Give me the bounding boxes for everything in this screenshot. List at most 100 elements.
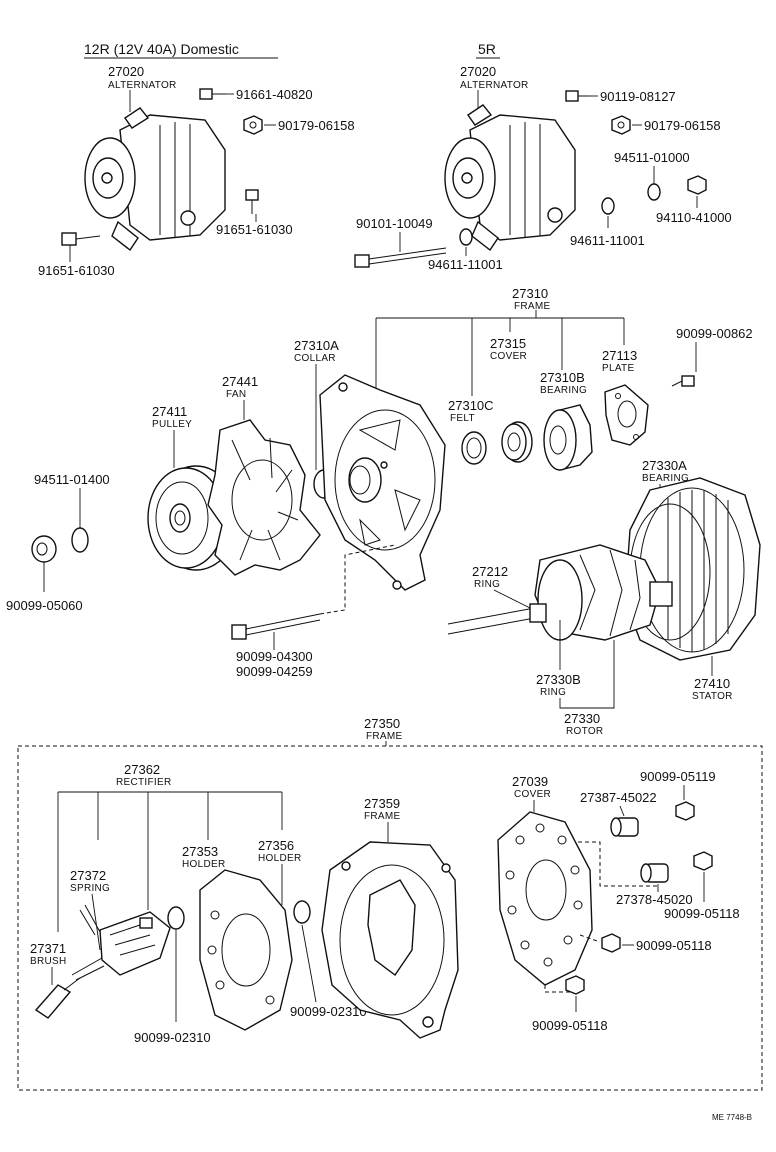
frame-leader-lines xyxy=(375,317,625,400)
washer-94611-11001-a xyxy=(601,197,615,215)
section-title-5r: 5R xyxy=(478,41,496,57)
label-90179-06158-right: 90179-06158 xyxy=(644,118,721,133)
nut-94110-41000 xyxy=(687,175,707,195)
holder2-name: HOLDER xyxy=(258,853,301,864)
label-91651-61030-b: 91651-61030 xyxy=(38,263,115,278)
brush-holder-drawing xyxy=(71,904,171,981)
frame-27359-drawing xyxy=(321,841,459,1039)
rear-frame-group-box xyxy=(17,745,763,1091)
bearing-27310b-drawing xyxy=(543,404,593,471)
holder1-name: HOLDER xyxy=(182,859,225,870)
stator-name: STATOR xyxy=(692,691,733,702)
brush-name: BRUSH xyxy=(30,956,67,967)
label-91661-40820: 91661-40820 xyxy=(236,87,313,102)
cover-name: COVER xyxy=(490,351,527,362)
bearing-a-name: BEARING xyxy=(642,473,689,484)
stator-number: 27410 xyxy=(694,676,730,691)
insulator-27387-45022-drawing xyxy=(610,817,639,837)
rotor-drawing xyxy=(447,544,673,641)
washer-90099-02310-a xyxy=(167,906,185,930)
washer-94511-01400 xyxy=(71,527,89,553)
nut-90099-05118-b xyxy=(601,933,621,953)
label-94611-11001-b: 94611-11001 xyxy=(428,257,503,272)
felt-name: FELT xyxy=(450,413,475,424)
nut-90099-05060-drawing xyxy=(31,535,57,563)
label-90099-04300: 90099-04300 xyxy=(236,649,313,664)
cover-27315-drawing xyxy=(501,421,533,463)
pulley-name: PULLEY xyxy=(152,419,192,430)
label-90099-05119: 90099-05119 xyxy=(640,769,716,784)
plate-number: 27113 xyxy=(602,348,637,363)
bearing-a-number: 27330A xyxy=(642,458,687,473)
cover2-name: COVER xyxy=(514,789,551,800)
spring-name: SPRING xyxy=(70,883,110,894)
through-bolt-dashed-path xyxy=(319,544,396,615)
through-bolt-drawing xyxy=(231,613,321,640)
holder-27353-drawing xyxy=(199,869,293,1031)
collar-name: COLLAR xyxy=(294,353,336,364)
washer-94511-01000 xyxy=(647,183,661,201)
ring-b-name: RING xyxy=(540,687,566,698)
rectifier-number: 27362 xyxy=(124,762,160,777)
label-90099-05118-b: 90099-05118 xyxy=(636,938,712,953)
label-91651-61030-a: 91651-61030 xyxy=(216,222,293,237)
label-90099-05118-c: 90099-05118 xyxy=(532,1018,608,1033)
collar-number: 27310A xyxy=(294,338,339,353)
nut-90179-06158-right-drawing xyxy=(611,115,631,135)
bolt-90101-10049-drawing xyxy=(354,247,447,268)
rear-frame-name: FRAME xyxy=(366,731,403,742)
insulator-27378-45020-drawing xyxy=(640,863,669,883)
label-94110-41000: 94110-41000 xyxy=(656,210,732,225)
plate-name: PLATE xyxy=(602,363,634,374)
washer-90099-02310-b xyxy=(293,900,311,924)
brush-number: 27371 xyxy=(30,941,66,956)
label-90099-02310-b: 90099-02310 xyxy=(290,1004,367,1019)
holder1-number: 27353 xyxy=(182,844,218,859)
label-27378-45020: 27378-45020 xyxy=(616,892,693,907)
alternator-right-name: ALTERNATOR xyxy=(460,80,529,91)
frame-number: 27310 xyxy=(512,286,548,301)
stator-drawing xyxy=(624,477,761,661)
insulator-dashed-path xyxy=(578,841,660,887)
felt-number: 27310C xyxy=(448,398,494,413)
nut-90099-05118-a xyxy=(693,851,713,871)
washer-94611-11001-b xyxy=(459,228,473,246)
alternator-right-drawing xyxy=(444,104,576,252)
label-94511-01000: 94511-01000 xyxy=(614,150,690,165)
screw-90099-00862-drawing xyxy=(671,375,695,387)
label-90099-00862: 90099-00862 xyxy=(676,326,753,341)
bearing-b-name: BEARING xyxy=(540,385,587,396)
cover-27039-drawing xyxy=(497,811,593,986)
pulley-number: 27411 xyxy=(152,404,187,419)
bolt-90119-08127-drawing xyxy=(565,90,590,102)
section-title-12r: 12R (12V 40A) Domestic xyxy=(84,41,239,57)
nut-90179-06158-left-drawing xyxy=(243,115,263,135)
label-90101-10049: 90101-10049 xyxy=(356,216,433,231)
holder2-number: 27356 xyxy=(258,838,294,853)
alternator-left-name: ALTERNATOR xyxy=(108,80,177,91)
frame2-name: FRAME xyxy=(364,811,401,822)
label-90099-05060: 90099-05060 xyxy=(6,598,83,613)
ring-b-number: 27330B xyxy=(536,672,581,687)
plate-27113-drawing xyxy=(604,384,649,446)
rectifier-name: RECTIFIER xyxy=(116,777,171,788)
fan-name: FAN xyxy=(226,389,246,400)
rotor-name: ROTOR xyxy=(566,726,603,737)
label-90099-04259: 90099-04259 xyxy=(236,664,313,679)
alternator-left-drawing xyxy=(84,107,226,252)
fan-number: 27441 xyxy=(222,374,258,389)
label-94611-11001-a: 94611-11001 xyxy=(570,233,645,248)
nut-90099-05119 xyxy=(675,801,695,821)
fan-drawing xyxy=(207,419,321,576)
label-27387-45022: 27387-45022 xyxy=(580,790,657,805)
brush-drawing xyxy=(34,977,81,1019)
drawing-code: ME 7748-B xyxy=(712,1113,752,1122)
frame-name: FRAME xyxy=(514,301,551,312)
nut-90099-05118-c xyxy=(565,975,585,995)
bolt-91661-40820-drawing xyxy=(199,88,226,100)
rear-frame-number: 27350 xyxy=(364,716,400,731)
label-90179-06158-left: 90179-06158 xyxy=(278,118,355,133)
ring-name: RING xyxy=(474,579,500,590)
drive-frame-drawing xyxy=(319,374,446,591)
